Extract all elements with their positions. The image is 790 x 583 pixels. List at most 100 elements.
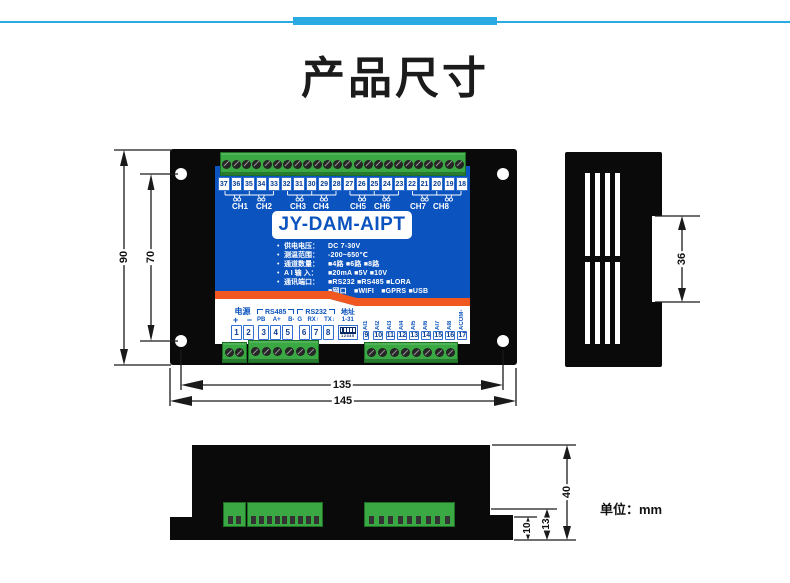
terminal-number: 12 <box>397 331 408 340</box>
vent-slit <box>585 173 590 256</box>
mounting-hole <box>175 168 187 180</box>
sensor-icon <box>386 197 391 202</box>
spec-line: •通道数量：■4路 ■6路 ■8路 <box>277 260 472 269</box>
spec-value: ■RS232 ■RS485 ■LORA <box>328 279 412 286</box>
terminal-sublabel: A+ <box>272 317 281 323</box>
terminal-number: 17 <box>457 331 468 340</box>
terminal-pin <box>416 516 422 524</box>
sensor-icon <box>299 197 304 202</box>
profile-terminal-comm <box>247 502 323 527</box>
sensor-icon <box>319 197 324 202</box>
terminal-block-top <box>220 152 466 176</box>
screw-icon <box>393 159 403 169</box>
screw-icon <box>262 159 272 169</box>
profile-terminal-ai <box>364 502 455 527</box>
terminal-number: 16 <box>445 331 456 340</box>
terminal-number: 3 <box>258 325 270 340</box>
terminal-number: 36 <box>230 177 243 191</box>
channel-label: CH6 <box>373 202 390 211</box>
ai-terminal-column: ACOM-17 <box>457 309 468 340</box>
terminal-pin <box>435 516 441 524</box>
model-badge: JY-DAM-AIPT <box>272 211 412 239</box>
screw-icon <box>353 159 363 169</box>
address-group: 地址 1-31 12345 <box>337 309 358 340</box>
sensor-icon <box>444 197 449 202</box>
screw-icon <box>222 159 232 169</box>
terminal-number: 35 <box>243 177 255 191</box>
dip-switch: 12345 <box>337 325 358 340</box>
sensor-icon <box>237 197 242 202</box>
vent-slit <box>605 173 610 256</box>
power-group-sublabels: +− <box>231 315 254 325</box>
terminal-number: 5 <box>282 325 294 340</box>
vent-slit <box>585 262 590 344</box>
terminal-pin <box>314 516 320 524</box>
terminal-pin <box>369 516 375 524</box>
vent-slit <box>615 173 620 256</box>
screw-icon <box>242 159 252 169</box>
sensor-icon <box>362 197 367 202</box>
terminal-number: 19 <box>443 177 456 191</box>
vent-slit <box>605 262 610 344</box>
screw-icon <box>313 159 323 169</box>
channel-label: CH8 <box>432 202 449 211</box>
terminal-number: 32 <box>280 177 293 191</box>
terminal-sublabel: − <box>246 315 252 325</box>
dim-terminal-height: 13 <box>541 517 553 531</box>
spec-value: ■4路 ■6路 ■8路 <box>328 261 380 268</box>
terminal-pin <box>378 516 384 524</box>
unit-note: 单位：mm <box>600 502 663 517</box>
terminal-number: 21 <box>418 177 431 191</box>
sensor-icon <box>448 197 453 202</box>
dip-switch-numbers: 12345 <box>341 333 355 338</box>
terminal-pin <box>282 516 288 524</box>
terminal-number: 23 <box>393 177 406 191</box>
vent-slit <box>595 262 600 344</box>
terminal-number: 9 <box>363 331 370 340</box>
terminal-pin <box>258 516 264 524</box>
sensor-icon <box>261 197 266 202</box>
sensor-icon <box>358 197 363 202</box>
header-accent-bar <box>293 17 497 25</box>
terminal-number: 29 <box>318 177 330 191</box>
spec-line: •供电电压：DC 7-30V <box>277 242 472 251</box>
channel-wiring-brackets <box>224 191 462 202</box>
spec-value: ■20mA ■5V ■10V <box>328 270 388 277</box>
terminal-number: 34 <box>255 177 268 191</box>
channel-label: CH2 <box>255 202 272 211</box>
channel-label: CH4 <box>312 202 329 211</box>
dim-hole-spacing-v: 70 <box>145 248 157 266</box>
terminal-number: 26 <box>356 177 368 191</box>
terminal-pin <box>298 516 304 524</box>
screw-icon <box>323 159 333 169</box>
dim-rail: 36 <box>676 250 688 268</box>
terminal-number: 27 <box>343 177 356 191</box>
spec-line: •测温范围：-200~650℃ <box>277 251 472 260</box>
spec-list: •供电电压：DC 7-30V•测温范围：-200~650℃•通道数量：■4路 ■… <box>277 242 472 296</box>
terminal-pin <box>227 516 233 524</box>
terminal-number: 6 <box>298 325 310 340</box>
screw-icon <box>252 159 262 169</box>
spec-bullet: • <box>277 279 280 286</box>
screw-icon <box>363 159 373 169</box>
spec-label: 供电电压： <box>284 243 319 250</box>
screw-icon <box>454 159 464 169</box>
spec-line: ■网口 ■WIFI ■GPRS ■USB <box>277 287 472 296</box>
terminal-pin <box>274 516 280 524</box>
screw-icon <box>383 159 393 169</box>
channel-label: CH1 <box>231 202 248 211</box>
